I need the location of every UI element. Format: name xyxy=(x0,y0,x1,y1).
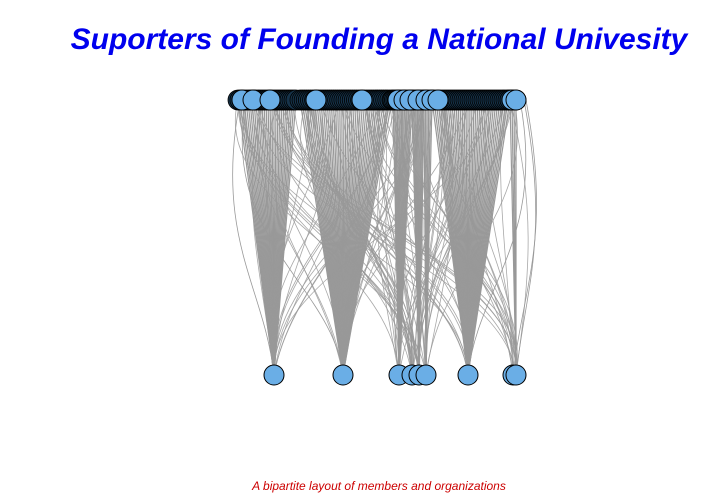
membership-edge xyxy=(343,99,401,376)
membership-edge xyxy=(418,99,443,376)
membership-edge xyxy=(244,99,420,376)
membership-edge xyxy=(341,99,427,376)
membership-edge xyxy=(411,99,453,376)
membership-edge xyxy=(268,99,344,376)
membership-edge xyxy=(251,99,413,376)
membership-edge xyxy=(364,99,469,376)
membership-edge xyxy=(259,99,514,376)
membership-edge xyxy=(449,99,469,376)
organization-node-row xyxy=(263,364,527,386)
member-node-row xyxy=(227,89,527,111)
membership-edge xyxy=(512,99,537,376)
membership-edge xyxy=(421,99,514,376)
membership-edge xyxy=(251,99,518,376)
membership-edge xyxy=(273,99,424,376)
membership-edge xyxy=(237,99,420,376)
membership-edge xyxy=(398,99,507,376)
diagram-caption: A bipartite layout of members and organi… xyxy=(252,479,506,493)
membership-edge xyxy=(235,99,427,376)
membership-edge xyxy=(300,99,413,376)
membership-edge xyxy=(379,99,518,376)
organization-node[interactable] xyxy=(332,364,354,386)
membership-edge xyxy=(423,99,515,376)
membership-edge xyxy=(261,99,344,376)
organization-node[interactable] xyxy=(263,364,285,386)
membership-edge xyxy=(342,99,380,376)
membership-edge xyxy=(241,99,344,376)
membership-edge xyxy=(467,99,527,376)
membership-edge xyxy=(269,99,341,376)
membership-edge xyxy=(307,99,469,376)
membership-edge xyxy=(425,99,453,376)
membership-edge xyxy=(283,99,517,376)
membership-edge xyxy=(273,99,333,376)
organization-node[interactable] xyxy=(415,364,437,386)
membership-edge xyxy=(366,99,517,376)
membership-edge xyxy=(445,99,517,376)
member-node[interactable] xyxy=(427,89,449,111)
membership-edge xyxy=(515,99,537,376)
membership-edge xyxy=(273,99,297,376)
membership-edge xyxy=(455,99,517,376)
membership-edge xyxy=(364,99,421,376)
organization-node[interactable] xyxy=(505,364,527,386)
membership-edge xyxy=(342,99,413,376)
membership-edge xyxy=(272,99,313,376)
edge-layer xyxy=(232,99,537,376)
membership-edge xyxy=(333,99,400,376)
membership-edge xyxy=(342,99,469,376)
membership-edge xyxy=(320,99,470,376)
diagram-title: Suporters of Founding a National Univesi… xyxy=(70,23,688,56)
membership-edge xyxy=(239,99,469,376)
membership-edge xyxy=(343,99,518,376)
membership-edge xyxy=(408,99,479,376)
membership-edge xyxy=(425,99,518,376)
membership-edge xyxy=(425,99,509,376)
membership-edge xyxy=(232,99,275,376)
membership-edge xyxy=(404,99,425,376)
membership-edge xyxy=(252,99,275,376)
member-node[interactable] xyxy=(505,89,527,111)
membership-edge xyxy=(389,99,402,376)
member-node[interactable] xyxy=(259,89,281,111)
membership-edge xyxy=(321,99,413,376)
membership-edge xyxy=(417,99,485,376)
membership-edge xyxy=(342,99,407,376)
membership-edge xyxy=(425,99,433,376)
member-node[interactable] xyxy=(351,89,373,111)
membership-edge xyxy=(273,99,380,376)
membership-edge xyxy=(307,99,469,376)
membership-edge xyxy=(258,99,517,376)
member-node[interactable] xyxy=(305,89,327,111)
membership-edge xyxy=(394,99,414,376)
membership-edge xyxy=(467,99,511,376)
membership-edge xyxy=(418,99,443,376)
membership-edge xyxy=(283,99,469,376)
membership-edge xyxy=(461,99,514,376)
organization-node[interactable] xyxy=(457,364,479,386)
